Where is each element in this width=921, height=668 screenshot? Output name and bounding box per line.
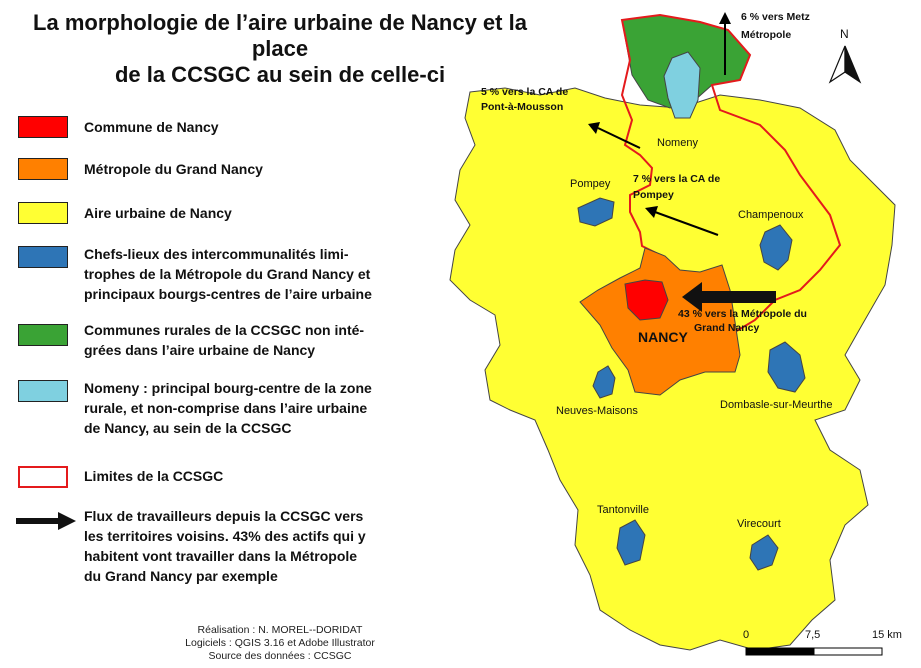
title-line-2: de la CCSGC au sein de celle-ci <box>114 62 446 87</box>
title-line-1: La morphologie de l’aire urbaine de Nanc… <box>33 10 527 61</box>
flow-arrow-nancy <box>682 282 776 312</box>
nancy-commune-area <box>624 279 669 321</box>
ccsgc-limits <box>620 13 842 337</box>
legend-swatch-lightblue <box>18 380 68 402</box>
legend-label: Chefs-lieux des intercommunalités limi- … <box>84 246 372 302</box>
legend-label: Métropole du Grand Nancy <box>84 161 263 177</box>
tantonville-area <box>616 519 646 566</box>
flow-arrow-pam <box>588 122 641 149</box>
credits-author: Réalisation : N. MOREL--DORIDAT <box>197 624 363 636</box>
legend-label: Communes rurales de la CCSGC non inté- g… <box>84 322 365 358</box>
legend-label: Nomeny : principal bourg-centre de la zo… <box>84 380 372 436</box>
credits-software: Logiciels : QGIS 3.16 et Adobe Illustrat… <box>185 637 375 649</box>
flow-label-pompey-1: 7 % vers la CA de <box>633 173 720 185</box>
label-champenoux: Champenoux <box>738 209 804 221</box>
flow-arrow-metz <box>719 12 731 75</box>
flow-label-pam-1: 5 % vers la CA de <box>481 86 568 98</box>
virecourt-area <box>749 534 779 571</box>
nomeny-area <box>663 51 701 119</box>
label-virecourt: Virecourt <box>737 518 781 530</box>
pompey-area <box>577 197 615 227</box>
map-title: La morphologie de l’aire urbaine de Nanc… <box>10 10 550 88</box>
flow-arrow-pompey <box>645 206 719 236</box>
scale-tick-1: 7,5 <box>805 629 820 641</box>
flow-label-nancy-1: 43 % vers la Métropole du <box>678 308 807 320</box>
scale-tick-0: 0 <box>743 629 749 641</box>
label-nancy: NANCY <box>638 329 688 345</box>
credits-source: Source des données : CCSGC <box>208 650 352 662</box>
champenoux-area <box>759 224 793 271</box>
flow-label-pam-2: Pont-à-Mousson <box>481 101 563 113</box>
legend-swatch-red <box>18 116 68 138</box>
scale-bar <box>745 647 883 656</box>
north-label: N <box>840 27 849 41</box>
legend-label: Commune de Nancy <box>84 119 219 135</box>
label-neuves-maisons: Neuves-Maisons <box>556 405 638 417</box>
label-nomeny: Nomeny <box>657 137 698 149</box>
label-pompey: Pompey <box>570 178 611 190</box>
label-tantonville: Tantonville <box>597 504 649 516</box>
neuves-maisons-area <box>592 365 616 399</box>
scale-tick-2: 15 km <box>872 629 902 641</box>
dombasle-area <box>767 341 806 393</box>
credits: Réalisation : N. MOREL--DORIDAT Logiciel… <box>130 624 430 663</box>
flow-label-metz-1: 6 % vers Metz <box>741 11 810 23</box>
label-dombasle: Dombasle-sur-Meurthe <box>720 399 832 411</box>
legend-label: Aire urbaine de Nancy <box>84 205 232 221</box>
arrow-right-icon <box>16 512 76 530</box>
legend-label: Limites de la CCSGC <box>84 468 224 484</box>
legend-swatch-blue <box>18 246 68 268</box>
flow-label-nancy-2: Grand Nancy <box>694 322 760 334</box>
flow-label-pompey-2: Pompey <box>633 189 674 201</box>
north-arrow-icon <box>828 45 862 84</box>
legend-swatch-orange <box>18 158 68 180</box>
legend-label: Flux de travailleurs depuis la CCSGC ver… <box>84 508 366 584</box>
legend-swatch-yellow <box>18 202 68 224</box>
flow-label-metz-2: Métropole <box>741 29 791 41</box>
legend-swatch-green <box>18 324 68 346</box>
legend-swatch-red-outline <box>18 466 68 488</box>
